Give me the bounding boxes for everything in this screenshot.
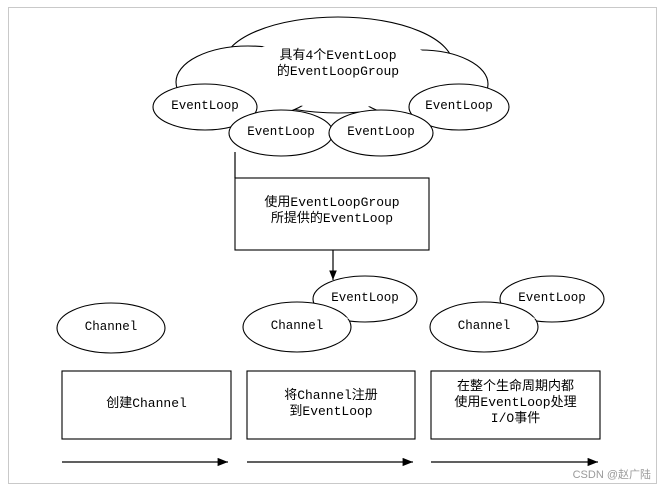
bound-event-loop-ellipse-1 — [312, 275, 418, 323]
bottom-box-rect-3 — [430, 370, 601, 440]
bottom-box-rect-2 — [246, 370, 416, 440]
bottom-box-rect-1 — [61, 370, 232, 440]
channel-ellipse-3 — [429, 301, 539, 353]
bound-event-loop-ellipse-2 — [499, 275, 605, 323]
event-loop-ellipse-4 — [328, 109, 434, 157]
channel-ellipse-1 — [56, 302, 166, 354]
event-loop-ellipse-3 — [228, 109, 334, 157]
middle-box-rect — [234, 177, 430, 251]
event-loop-ellipse-1 — [152, 83, 258, 131]
channel-ellipse-2 — [242, 301, 352, 353]
watermark-label: CSDN @赵广陆 — [572, 469, 651, 481]
event-loop-group-cloud — [175, 16, 489, 119]
event-loop-ellipse-2 — [408, 83, 510, 131]
